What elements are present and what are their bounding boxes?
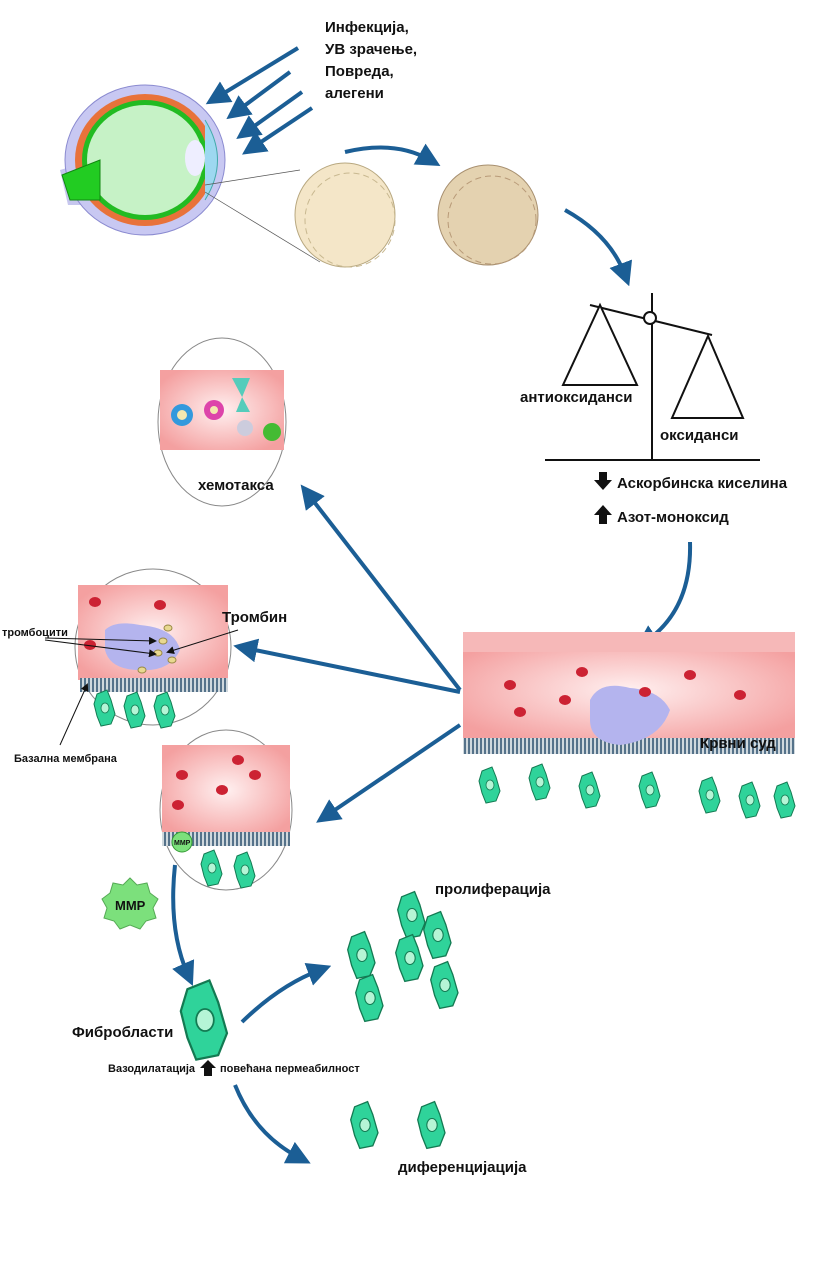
arrow-to-proliferation: [240, 962, 332, 1024]
cause-allergens: алегени: [325, 85, 384, 102]
epithelium-healthy: [294, 162, 396, 268]
arrow-mmp-to-fibroblast: [171, 864, 195, 986]
chemotaxis-inset: [157, 337, 287, 507]
chemotaxis-label: хемотакса: [198, 477, 274, 494]
permeability-label: повећана пермеабилност: [220, 1063, 360, 1075]
balance-scale: [545, 293, 760, 461]
arrow-to-differentiation: [233, 1084, 311, 1164]
proliferating-cells: [347, 890, 459, 1023]
vasodilation-label: Вазодилатација: [108, 1063, 196, 1075]
thrombin-inset: [44, 568, 239, 746]
nitric-oxide-label: Азот-моноксид: [617, 509, 729, 526]
basal-membrane-label: Базална мембрана: [14, 753, 118, 765]
causes-text: Инфекција, УВ зрачење, Повреда, алегени: [325, 19, 417, 102]
mmp-label: MMP: [115, 898, 146, 913]
differentiated-cells: [350, 1100, 446, 1150]
platelets-label: тромбоцити: [2, 627, 68, 639]
fibroblasts-label: Фибробласти: [72, 1024, 173, 1041]
antioxidants-label: антиоксиданси: [520, 389, 633, 406]
ascorbic-acid-label: Аскорбинска киселина: [617, 475, 788, 492]
blood-vessel-label: Крвни суд: [700, 735, 776, 752]
stimulus-arrows: [205, 46, 314, 155]
thrombin-label: Тромбин: [222, 609, 287, 626]
vessel-arrows: [233, 484, 462, 823]
mmp-small-label: MMP: [174, 840, 191, 847]
proliferation-label: пролиферација: [435, 881, 551, 898]
fibroblast: [179, 979, 229, 1061]
down-arrow-icon: [594, 472, 612, 490]
mmp-badge: [101, 877, 159, 930]
differentiation-label: диференцијација: [398, 1159, 527, 1176]
epithelium-damaged: [437, 164, 539, 266]
arrow-eye-to-cells: [344, 143, 441, 166]
cause-injury: Повреда,: [325, 63, 394, 80]
blood-vessel: [463, 632, 796, 819]
cause-uv: УВ зрачење,: [325, 41, 417, 58]
oxidants-label: оксиданси: [660, 427, 739, 444]
up-arrow-icon: [594, 505, 612, 524]
up-arrow-icon: [200, 1060, 216, 1076]
arrow-balance-to-vessel: [635, 541, 693, 649]
arrow-cells-to-balance: [564, 208, 633, 287]
eye-illustration: [60, 84, 321, 263]
mmp-inset: [159, 729, 293, 891]
cause-infection: Инфекција,: [325, 19, 409, 36]
